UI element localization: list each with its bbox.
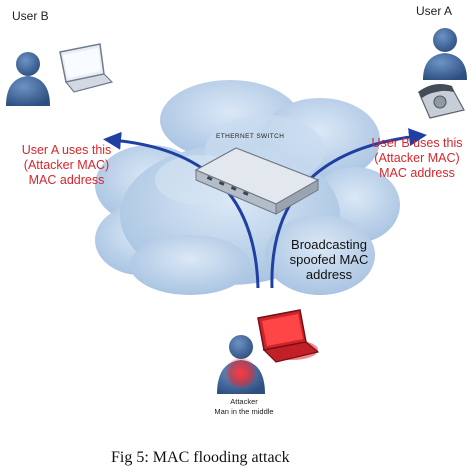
user-a-person-icon <box>423 28 467 80</box>
right-mac-note: User B uses this (Attacker MAC) MAC addr… <box>371 136 463 180</box>
telephone-icon <box>418 84 465 119</box>
broadcast-label: Broadcasting spoofed MAC address <box>289 237 369 282</box>
network-cloud <box>95 80 400 295</box>
attacker-label: Attacker Man in the middle <box>214 397 274 416</box>
attacker-person-icon <box>217 335 265 394</box>
attacker-laptop-icon <box>257 309 320 363</box>
user-b-label: User B <box>12 9 49 23</box>
left-mac-note: User A uses this (Attacker MAC) MAC addr… <box>21 143 112 187</box>
ethernet-switch-label: ETHERNET SWITCH <box>216 133 285 140</box>
user-b-person-icon <box>6 52 50 106</box>
laptop-icon <box>59 43 114 93</box>
ethernet-switch-icon <box>194 147 320 215</box>
figure-caption: Fig 5: MAC flooding attack <box>111 449 290 466</box>
user-a-label: User A <box>416 4 453 18</box>
